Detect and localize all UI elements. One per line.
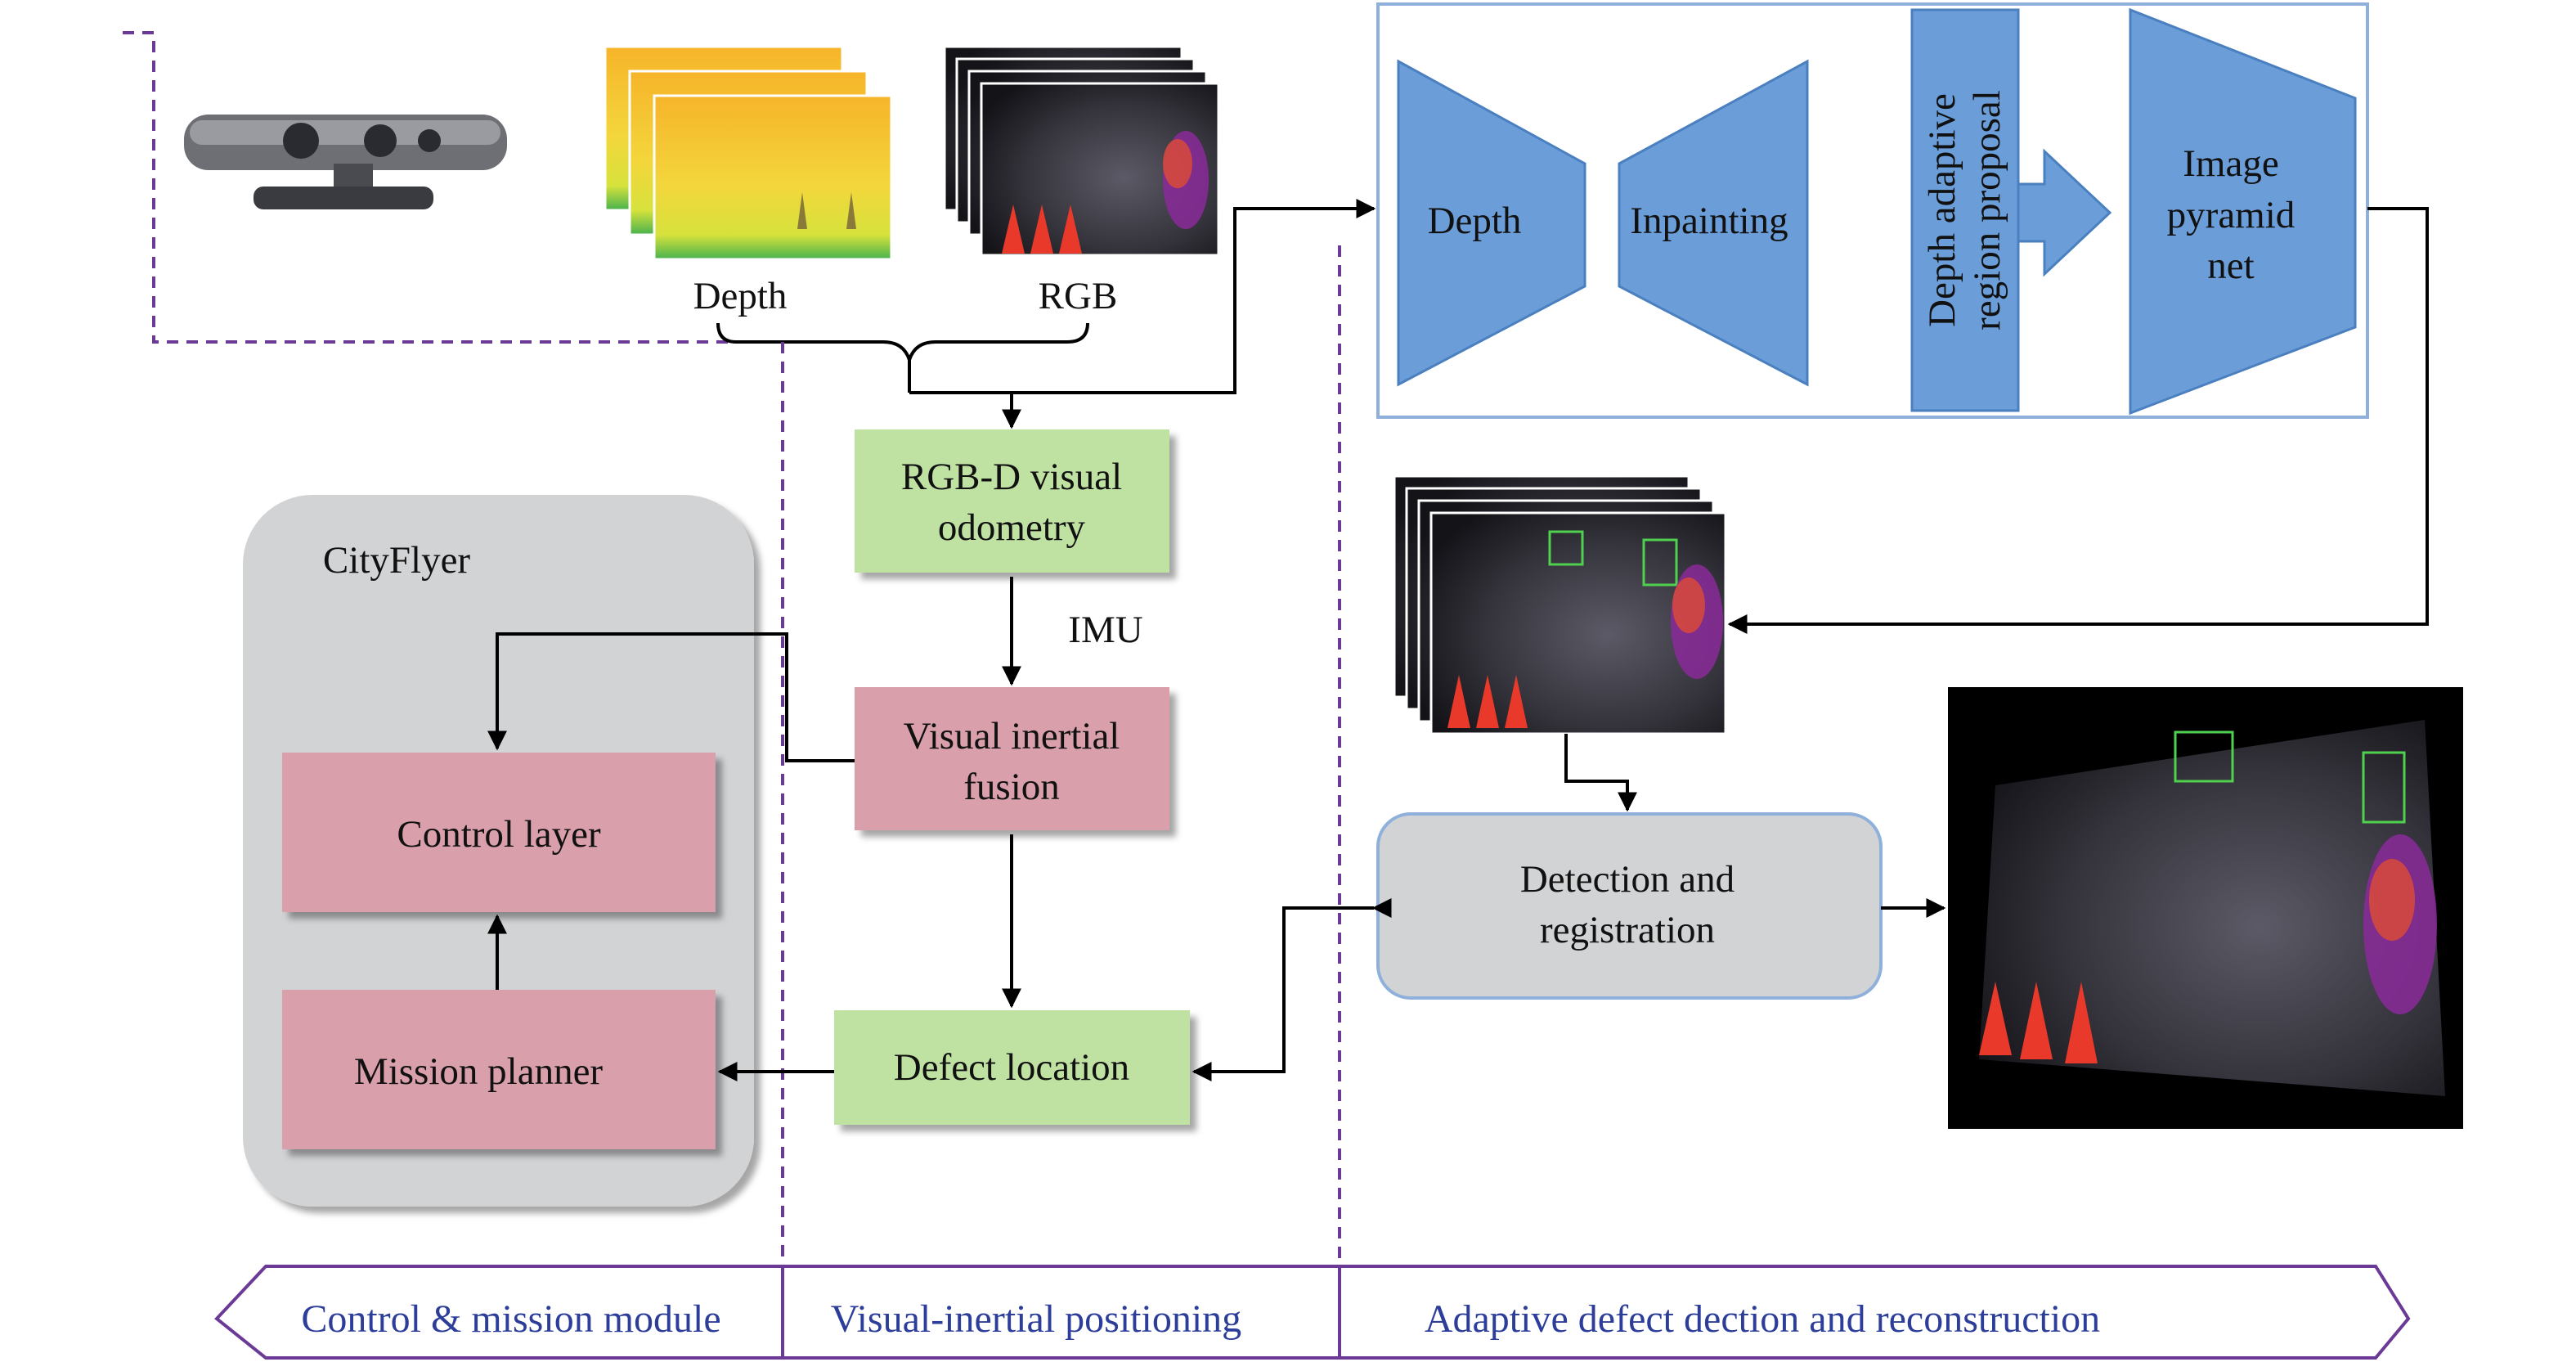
defect-location-label: Defect location	[894, 1046, 1129, 1089]
pyramid-label-line2: pyramid	[2167, 194, 2296, 236]
proposal-label-line1: Depth adaptive	[1921, 93, 1963, 327]
sensor-brace	[716, 322, 1089, 366]
vo-label-line1: RGB-D visual	[901, 456, 1122, 498]
detected-to-detection-arrow	[1564, 734, 1637, 812]
fusion-to-control-arrow	[487, 632, 855, 762]
junction-to-vo-arrow	[909, 391, 1021, 429]
encoder-label: Depth	[1428, 200, 1522, 242]
detection-defect-bidirectional-arrow	[1192, 898, 1392, 1081]
reconstruction-image	[1948, 687, 2463, 1129]
imu-label: IMU	[1068, 609, 1142, 651]
module-label-control: Control & mission module	[301, 1297, 720, 1341]
pyramid-net-shape	[2129, 7, 2357, 416]
detected-image-stack	[1393, 474, 1727, 735]
rgbd-camera-image	[184, 115, 507, 209]
control-layer-label: Control layer	[397, 813, 601, 856]
mission-planner-box	[282, 990, 716, 1149]
network-to-detected-arrow	[1727, 207, 2429, 634]
pyramid-label-line3: net	[2207, 245, 2254, 287]
depth-label: Depth	[693, 275, 788, 317]
defect-location-box	[834, 1010, 1190, 1125]
module-label-positioning: Visual-inertial positioning	[831, 1297, 1241, 1341]
sensor-dashed-border	[123, 31, 783, 344]
vif-label-line2: fusion	[963, 766, 1060, 808]
module-label-detection: Adaptive defect dection and reconstructi…	[1425, 1297, 2100, 1341]
decoder-label: Inpainting	[1630, 200, 1788, 242]
detection-label-line2: registration	[1540, 909, 1715, 951]
proposal-label-line2: region proposal	[1966, 90, 2008, 330]
vo-label-line2: odometry	[938, 506, 1086, 549]
detection-registration-box	[1376, 812, 1883, 1000]
cityflyer-title: CityFlyer	[323, 539, 471, 582]
rgb-label: RGB	[1039, 275, 1118, 317]
detection-label-line1: Detection and	[1520, 858, 1735, 901]
rgbd-visual-odometry-box	[855, 429, 1169, 573]
junction-to-network-arrow	[1012, 199, 1376, 394]
decoder-shape	[1618, 59, 1809, 387]
module-banner	[214, 1265, 2411, 1360]
vif-label-line1: Visual inertial	[904, 715, 1120, 757]
encoder-shape	[1397, 59, 1586, 387]
control-layer-box	[282, 753, 716, 912]
mission-planner-label: Mission planner	[354, 1050, 604, 1093]
visual-inertial-fusion-box	[855, 687, 1169, 830]
rgb-image-stack	[943, 45, 1220, 257]
proposal-arrow	[2017, 148, 2112, 277]
pyramid-label-line1: Image	[2183, 142, 2278, 185]
depth-image-stack	[604, 45, 893, 261]
